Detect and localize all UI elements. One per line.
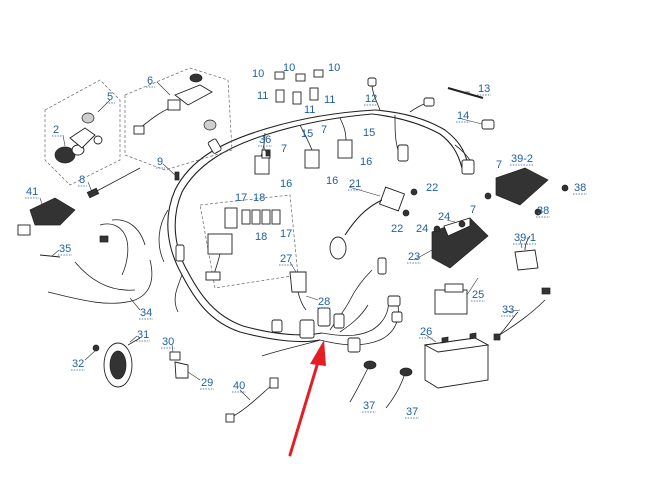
callout-28: 28 — [318, 296, 330, 308]
callout-24-a: 24 — [438, 211, 450, 223]
bolt-22b — [402, 209, 410, 217]
callout-26: 26 — [420, 326, 432, 338]
callout-9: 9 — [157, 156, 163, 168]
wire-part-33 — [493, 287, 551, 341]
callout-10-c: 10 — [328, 62, 340, 74]
callout-17-b: 17 — [280, 228, 292, 240]
key-switch-parts — [133, 73, 217, 135]
callout-15-b: 15 — [363, 127, 375, 139]
callout-15-a: 15 — [301, 128, 313, 140]
callout-7-a: 7 — [281, 143, 287, 155]
leader-lines — [39, 81, 564, 401]
callout-37-a: 37 — [363, 400, 375, 412]
callout-16-a: 16 — [280, 178, 292, 190]
callout-30: 30 — [162, 336, 174, 348]
callout-8: 8 — [79, 174, 85, 186]
callout-29: 29 — [201, 377, 213, 389]
connector-part-29-30 — [169, 351, 189, 379]
red-pointer-arrow — [288, 340, 326, 457]
callout-5: 5 — [107, 91, 113, 103]
cdi-part-25 — [434, 283, 468, 315]
small-connectors — [274, 69, 324, 105]
switch-part-41 — [17, 197, 76, 236]
clip-part-9 — [174, 171, 180, 181]
callout-36: 36 — [259, 134, 271, 146]
callout-13: 13 — [478, 83, 490, 95]
connector-part-27-28 — [289, 271, 307, 311]
callout-32: 32 — [72, 358, 84, 370]
callout-21: 21 — [349, 178, 361, 190]
callout-41: 41 — [26, 186, 38, 198]
callout-35: 35 — [59, 243, 71, 255]
relay-connectors — [254, 139, 353, 175]
callout-10-a: 10 — [252, 68, 264, 80]
callout-23: 23 — [408, 251, 420, 263]
callout-11-a: 11 — [257, 90, 268, 102]
callout-12: 12 — [365, 93, 377, 105]
callout-34: 34 — [140, 307, 152, 319]
callout-39-2: 39-2 — [511, 153, 533, 165]
callout-11-b: 11 — [304, 104, 315, 116]
callout-22-b: 22 — [391, 223, 403, 235]
callout-27: 27 — [280, 253, 292, 265]
callout-18-a: 18 — [253, 192, 265, 204]
callout-38-b: 38 — [537, 205, 549, 217]
callout-10-b: 10 — [283, 62, 295, 74]
horn-part-31 — [92, 337, 141, 388]
callout-7-c: 7 — [496, 159, 502, 171]
ignition-parts — [54, 112, 103, 164]
connector-part-14 — [481, 119, 495, 130]
callout-16-c: 16 — [360, 156, 372, 168]
callout-31: 31 — [137, 329, 149, 341]
bolt-22a — [410, 188, 418, 196]
spark-parts-37 — [349, 360, 413, 409]
sensor-part — [86, 167, 141, 199]
callout-16-b: 16 — [326, 175, 338, 187]
main-harness — [158, 77, 475, 357]
wire-part-40 — [225, 377, 279, 423]
wire-part-34-35 — [39, 219, 153, 304]
battery-part-26 — [423, 332, 490, 389]
callout-2: 2 — [53, 124, 59, 136]
callout-11-c: 11 — [324, 94, 335, 106]
callout-25: 25 — [472, 289, 484, 301]
callout-38-a: 38 — [574, 182, 586, 194]
rod-part-13 — [447, 87, 484, 99]
callout-39-1: 39-1 — [514, 232, 536, 244]
callout-labels: 2 5 6 7 7 7 7 8 9 10 10 10 11 11 11 12 1… — [25, 62, 587, 419]
callout-24-b: 24 — [416, 223, 428, 235]
key-switch-box — [124, 67, 233, 171]
regulator-part-23 — [431, 217, 489, 269]
connector-part-21 — [329, 186, 406, 260]
fuse-block — [205, 207, 281, 281]
callout-7-b: 7 — [321, 124, 327, 136]
parts-38-39 — [484, 167, 569, 271]
ignition-switch-box — [44, 79, 121, 186]
callout-6: 6 — [147, 75, 153, 87]
clip-part-36 — [265, 149, 271, 157]
callout-40: 40 — [233, 380, 245, 392]
callout-14: 14 — [457, 110, 469, 122]
callout-37-b: 37 — [406, 406, 418, 418]
callout-18-b: 18 — [255, 231, 267, 243]
callout-22-a: 22 — [426, 182, 438, 194]
callout-33: 33 — [502, 304, 514, 316]
callout-17-a: 17 — [235, 192, 247, 204]
callout-7-d: 7 — [470, 204, 476, 216]
